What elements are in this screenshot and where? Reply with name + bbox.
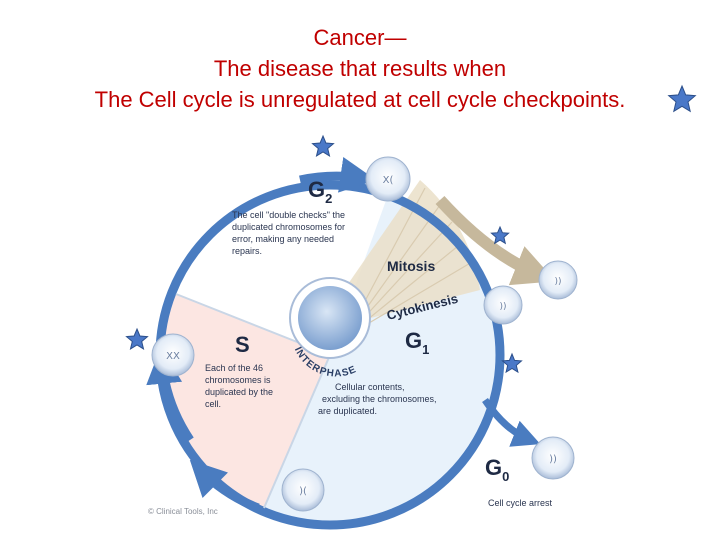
svg-text:X(: X( bbox=[383, 175, 394, 186]
s-label: S bbox=[235, 332, 250, 357]
title-line-3: The Cell cycle is unregulated at cell cy… bbox=[94, 87, 626, 112]
svg-text:)): )) bbox=[499, 302, 506, 312]
svg-text:)): )) bbox=[554, 277, 561, 287]
arrow-g1-to-s bbox=[189, 459, 260, 513]
title-line-2: The disease that results when bbox=[213, 56, 507, 81]
g0-label: G0 bbox=[485, 455, 509, 484]
arrow-mitosis-division bbox=[435, 195, 556, 286]
arrow-g2-to-mitosis bbox=[299, 157, 377, 193]
g0-description: Cell cycle arrest bbox=[488, 498, 553, 508]
checkpoint-star-icon bbox=[490, 225, 510, 245]
g1-description: Cellular contents, excluding the chromos… bbox=[318, 382, 439, 416]
mitosis-wedge bbox=[330, 180, 480, 322]
copyright-text: © Clinical Tools, Inc bbox=[148, 507, 218, 516]
cell-g1: )( bbox=[281, 468, 325, 512]
center-nucleus bbox=[298, 286, 362, 350]
cell-daughter-2: )) bbox=[538, 260, 578, 300]
cell-g0: )) bbox=[531, 436, 575, 480]
g2-label: G2 bbox=[308, 177, 332, 206]
g1-label: G1 bbox=[405, 328, 429, 357]
mitosis-label: Mitosis bbox=[387, 258, 435, 274]
title-line-1: Cancer— bbox=[313, 25, 407, 50]
checkpoint-star-icon bbox=[501, 352, 523, 374]
checkpoint-stars bbox=[125, 84, 697, 374]
checkpoint-star-icon bbox=[667, 84, 697, 113]
svg-text:XX: XX bbox=[166, 351, 180, 362]
cell-daughter-1: )) bbox=[483, 285, 523, 325]
g2-description: The cell "double checks" the duplicated … bbox=[232, 210, 348, 256]
svg-text:)): )) bbox=[549, 454, 557, 465]
slide-title: Cancer— The disease that results when Th… bbox=[0, 22, 720, 115]
checkpoint-star-icon bbox=[125, 327, 149, 350]
arrow-to-g0 bbox=[482, 398, 541, 447]
cell-s: XX bbox=[151, 333, 195, 377]
s-region bbox=[158, 292, 330, 511]
checkpoint-star-icon bbox=[311, 134, 335, 157]
cell-g2: X( bbox=[365, 156, 411, 202]
svg-text:)(: )( bbox=[299, 486, 307, 497]
s-description: Each of the 46 chromosomes is duplicated… bbox=[205, 363, 276, 409]
